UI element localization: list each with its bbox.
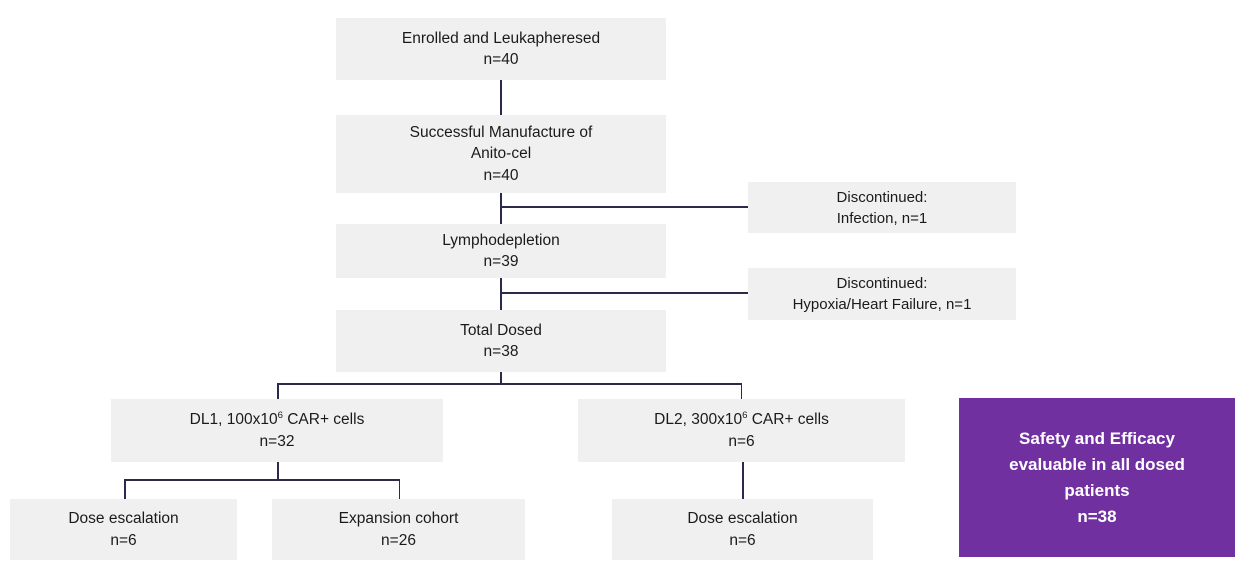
node-dl2-count: n=6	[728, 432, 755, 450]
connector-lymphodepletion-to-total-dosed	[500, 278, 502, 310]
node-total-dosed: Total Dosed n=38	[336, 310, 666, 372]
node-manufacture-count: n=40	[483, 166, 519, 184]
node-manufacture-label-line1: Successful Manufacture of	[409, 123, 593, 141]
node-dl1-dose-escalation: Dose escalation n=6	[10, 499, 237, 560]
connector-manufacture-to-lymphodepletion	[500, 193, 502, 224]
node-dl1-expansion-cohort-count: n=26	[381, 531, 416, 549]
node-enrolled-label: Enrolled and Leukapheresed	[401, 29, 601, 47]
node-enrolled: Enrolled and Leukapheresed n=40	[336, 18, 666, 80]
node-enrolled-count: n=40	[483, 51, 519, 68]
node-discontinued-infection-detail: Infection, n=1	[836, 209, 928, 227]
node-lymphodepletion-count: n=39	[483, 253, 519, 270]
connector-drop-to-dl1	[277, 383, 279, 399]
node-discontinued-infection: Discontinued: Infection, n=1	[748, 182, 1016, 233]
node-total-dosed-count: n=38	[483, 343, 519, 360]
highlight-count: n=38	[1077, 506, 1117, 526]
connector-dl1-stem	[277, 462, 279, 480]
node-dl2: DL2, 300x106 CAR+ cells n=6	[578, 399, 905, 462]
highlight-line3: patients	[1064, 480, 1130, 500]
connector-enrolled-to-manufacture	[500, 80, 502, 115]
node-lymphodepletion: Lymphodepletion n=39	[336, 224, 666, 278]
node-total-dosed-label: Total Dosed	[460, 321, 542, 339]
connector-dl2-to-dose-escalation	[742, 462, 744, 499]
node-dl1-label: DL1, 100x106 CAR+ cells	[189, 409, 365, 428]
connector-drop-to-dose-escalation-dl1	[124, 479, 126, 499]
connector-total-dosed-stem	[500, 372, 502, 384]
connector-split-dl1-children	[124, 479, 400, 481]
node-dl2-dose-escalation: Dose escalation n=6	[612, 499, 873, 560]
connector-branch-discontinued-hypoxia	[501, 292, 748, 294]
highlight-panel-safety-efficacy: Safety and Efficacy evaluable in all dos…	[959, 398, 1235, 557]
node-dl2-label: DL2, 300x106 CAR+ cells	[654, 409, 829, 428]
node-discontinued-hypoxia-label: Discontinued:	[836, 275, 928, 292]
node-dl2-dose-escalation-count: n=6	[729, 531, 756, 549]
node-discontinued-hypoxia: Discontinued: Hypoxia/Heart Failure, n=1	[748, 268, 1016, 320]
node-lymphodepletion-label: Lymphodepletion	[442, 231, 560, 249]
exponent: 6	[277, 409, 283, 421]
node-manufacture-label-line2: Anito-cel	[470, 145, 532, 163]
connector-drop-to-expansion-cohort	[398, 479, 400, 499]
connector-split-dl1-dl2	[277, 383, 742, 385]
node-dl1: DL1, 100x106 CAR+ cells n=32	[111, 399, 443, 462]
highlight-line2: evaluable in all dosed	[1009, 454, 1185, 474]
node-manufacture: Successful Manufacture of Anito-cel n=40	[336, 115, 666, 193]
node-dl2-dose-escalation-label: Dose escalation	[687, 510, 798, 527]
connector-drop-to-dl2	[740, 383, 742, 399]
node-dl1-dose-escalation-count: n=6	[110, 531, 137, 549]
highlight-line1: Safety and Efficacy	[1019, 428, 1175, 448]
node-dl1-expansion-cohort: Expansion cohort n=26	[272, 499, 525, 560]
exponent: 6	[742, 409, 748, 421]
node-discontinued-hypoxia-detail: Hypoxia/Heart Failure, n=1	[792, 296, 972, 313]
node-dl1-expansion-cohort-label: Expansion cohort	[338, 510, 459, 527]
connector-branch-discontinued-infection	[501, 206, 748, 208]
node-dl1-count: n=32	[259, 432, 295, 450]
node-discontinued-infection-label: Discontinued:	[836, 188, 928, 206]
node-dl1-dose-escalation-label: Dose escalation	[68, 510, 179, 527]
